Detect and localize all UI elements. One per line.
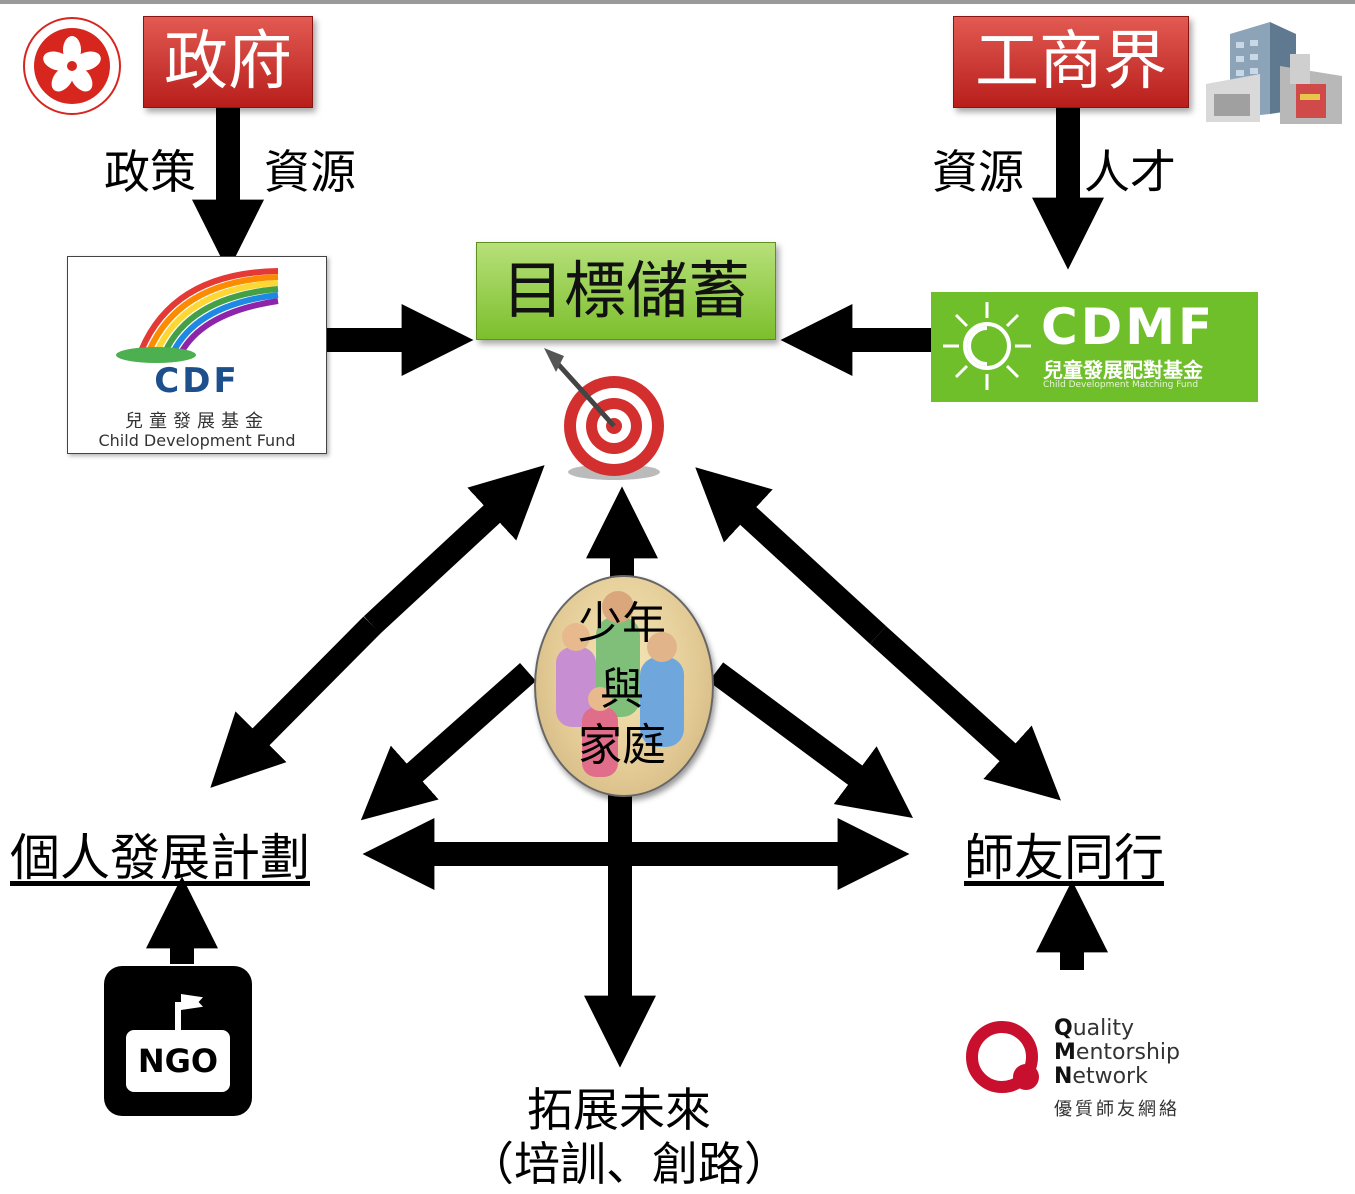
cdmf-code: CDMF [1041,298,1216,356]
arrow-family-to-mentor [708,662,913,819]
cdmf-logo: CDMF 兒童發展配對基金 Child Development Matching… [931,292,1258,402]
qmn-name: Quality Mentorship Network [1054,1017,1180,1089]
top-border [0,0,1355,4]
label-gov-resources: 資源 [264,145,356,199]
label-policy: 政策 [104,145,196,199]
personal-plan-label: 個人發展計劃 [10,829,310,887]
arrow-mentor-target-b [869,626,1061,801]
youth-label: 少年 [578,598,666,649]
qmn-initial-m: M [1054,1040,1076,1065]
ngo-logo: NGO [104,966,252,1116]
youth-family-oval [534,575,714,797]
qmn-initial-n: N [1054,1064,1073,1089]
qmn-chinese: 優質師友網絡 [1054,1099,1180,1120]
cdf-english: Child Development Fund [98,431,296,450]
future-label: 拓展未來 [527,1083,711,1137]
flag-icon [181,994,203,1010]
qmn-ring-icon [966,1021,1039,1093]
label-biz-resources: 資源 [932,145,1024,199]
arrow-plan-target-a [363,465,545,634]
cdmf-english: Child Development Matching Fund [1043,380,1199,390]
ngo-code: NGO [126,1030,230,1092]
arrow-mentor-target-a [695,467,887,644]
family-label: 家庭 [578,720,666,771]
rainbow-icon [116,268,279,363]
qmn-initial-q: Q [1054,1016,1073,1041]
arrow-plan-target-b [210,616,381,788]
target-savings-box: 目標儲蓄 [476,242,776,340]
family-illustration-icon [556,591,684,777]
sun-logo-icon [943,302,1031,390]
office-building-icon [1206,22,1342,124]
label-talent: 人才 [1084,145,1176,199]
dartboard-target-icon [544,348,664,480]
flag-pole [175,1002,181,1032]
cdmf-chinese: 兒童發展配對基金 [1043,358,1203,382]
qmn-logo: Quality Mentorship Network 優質師友網絡 [962,1015,1192,1125]
cdf-logo: CDF 兒童發展基金 Child Development Fund [67,256,327,454]
qmn-word-1: uality [1072,1016,1134,1041]
business-box: 工商界 [953,16,1189,108]
government-box: 政府 [143,16,313,108]
cdf-chinese: 兒童發展基金 [125,411,269,432]
future-detail-label: （培訓、創路） [468,1137,790,1191]
and-label: 與 [600,664,644,715]
bauhinia-emblem-icon [23,17,121,115]
arrow-family-to-plan [360,663,536,821]
qmn-word-3: etwork [1072,1064,1148,1089]
mentorship-label: 師友同行 [964,829,1164,887]
cdf-code: CDF [154,361,240,401]
qmn-word-2: entorship [1075,1040,1180,1065]
